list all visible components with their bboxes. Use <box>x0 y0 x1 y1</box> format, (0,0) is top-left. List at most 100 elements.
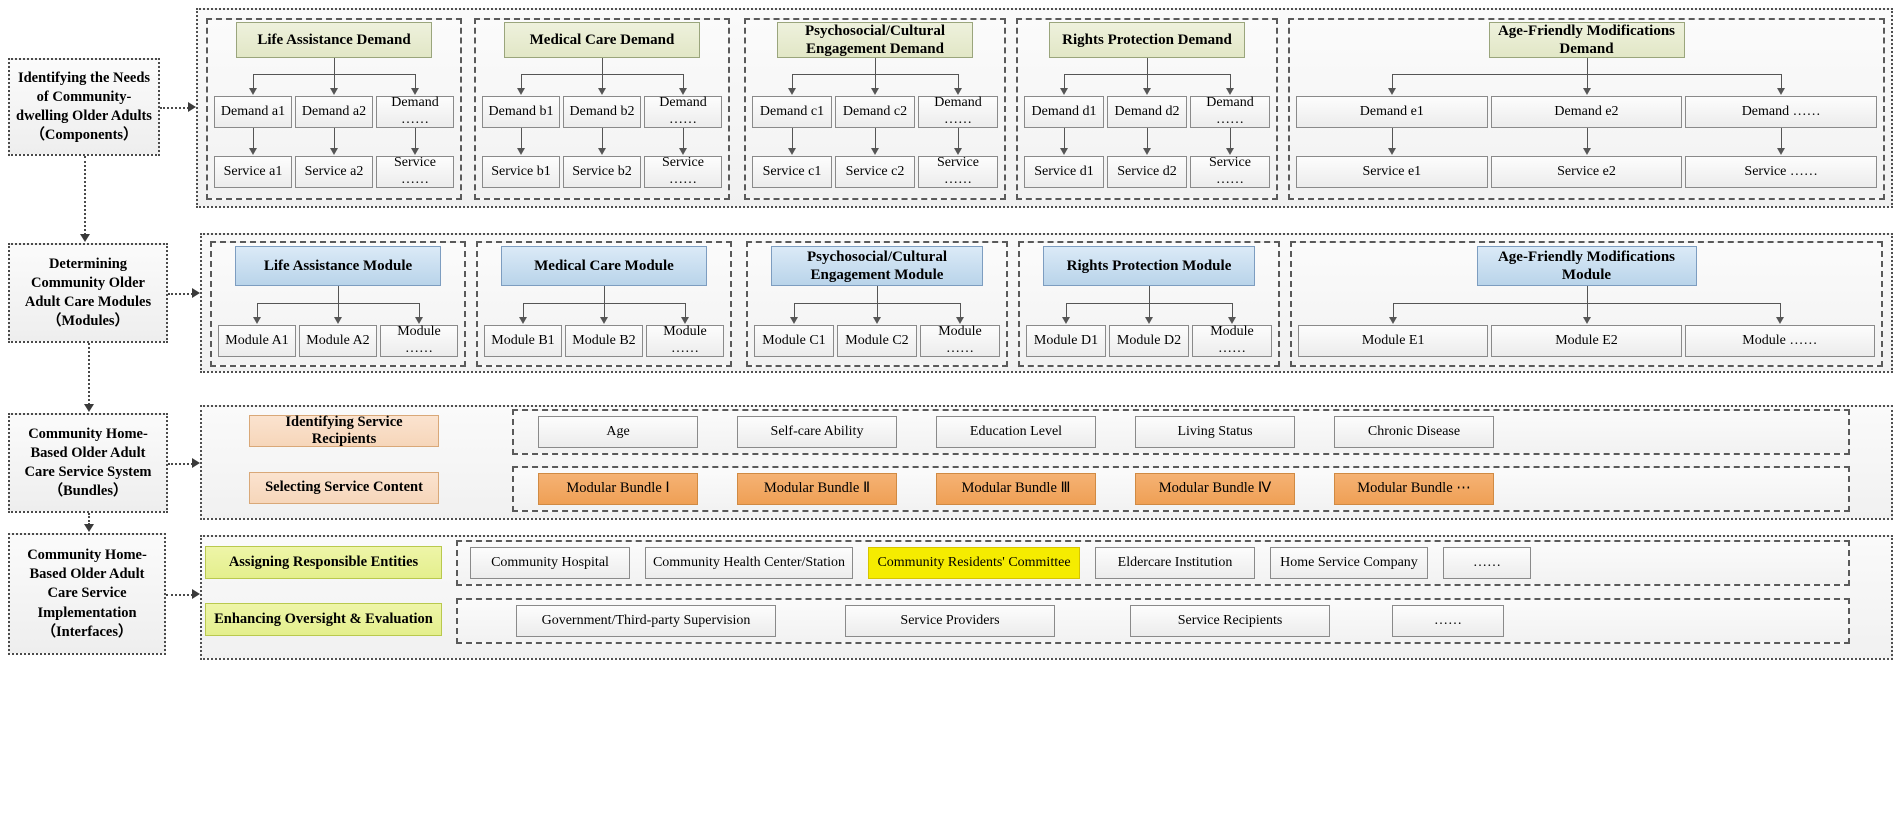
demand-item-1-2: Demand a2 <box>295 96 373 128</box>
demand-drop-5-2 <box>1586 74 1588 89</box>
demand-drop-arrow-4-1 <box>1060 88 1068 95</box>
demand-item-2-3: Demand …… <box>644 95 722 128</box>
demand-item-5-1: Demand e1 <box>1296 96 1488 128</box>
demand-service-arrow-4-1 <box>1060 148 1068 155</box>
module-group-header-5: Age-Friendly Modifications Module <box>1476 246 1697 286</box>
module-drop-arrow-2-2 <box>600 317 608 324</box>
impl-left-label-2: Enhancing Oversight & Evaluation <box>205 603 442 636</box>
demand-service-arrow-3-3 <box>954 148 962 155</box>
bundle-item-2: Modular Bundle Ⅱ <box>737 473 897 505</box>
demand-item-5-3: Demand …… <box>1685 96 1877 128</box>
service-item-2-3: Service …… <box>644 155 722 188</box>
demand-header-stem-5 <box>1586 58 1588 74</box>
module-drop-5-2 <box>1586 303 1588 318</box>
module-drop-4-3 <box>1232 303 1233 318</box>
demand-service-link-5-3 <box>1781 128 1783 149</box>
demand-drop-3-1 <box>792 74 793 89</box>
service-item-3-2: Service c2 <box>835 156 915 188</box>
demand-service-link-3-1 <box>792 128 793 149</box>
demand-drop-arrow-1-2 <box>330 88 338 95</box>
service-item-5-3: Service …… <box>1685 156 1877 188</box>
service-item-1-1: Service a1 <box>214 156 292 188</box>
demand-drop-2-2 <box>602 74 603 89</box>
stage-band-connector-2 <box>168 293 193 295</box>
demand-header-stem-4 <box>1147 58 1148 74</box>
demand-drop-5-3 <box>1781 74 1783 89</box>
impl-entity-6: …… <box>1443 547 1531 579</box>
module-drop-arrow-1-3 <box>415 317 423 324</box>
demand-service-link-2-1 <box>521 128 522 149</box>
service-item-3-1: Service c1 <box>752 156 832 188</box>
module-item-1-2: Module A2 <box>299 325 377 357</box>
demand-service-arrow-5-3 <box>1777 148 1786 155</box>
impl-oversight-3: Service Recipients <box>1130 605 1330 637</box>
demand-service-link-5-2 <box>1586 128 1588 149</box>
service-item-4-1: Service d1 <box>1024 156 1104 188</box>
demand-drop-2-3 <box>683 74 684 89</box>
demand-drop-arrow-1-1 <box>249 88 257 95</box>
module-bus-5 <box>1393 303 1780 304</box>
demand-drop-2-1 <box>521 74 522 89</box>
bundle-item-4: Modular Bundle Ⅳ <box>1135 473 1295 505</box>
demand-drop-1-2 <box>334 74 335 89</box>
stage-band-connector-1 <box>160 107 189 109</box>
demand-group-header-1: Life Assistance Demand <box>236 22 432 58</box>
module-drop-arrow-2-3 <box>681 317 689 324</box>
demand-drop-4-2 <box>1147 74 1148 89</box>
demand-header-stem-2 <box>602 58 603 74</box>
demand-service-link-3-3 <box>958 128 959 149</box>
module-drop-3-3 <box>960 303 961 318</box>
impl-entity-2: Community Health Center/Station <box>645 547 853 579</box>
stage-band-connector-4 <box>166 594 193 596</box>
module-drop-4-2 <box>1149 303 1150 318</box>
service-item-2-2: Service b2 <box>563 156 641 188</box>
demand-item-3-1: Demand c1 <box>752 96 832 128</box>
module-drop-arrow-5-2 <box>1582 317 1591 324</box>
module-drop-3-1 <box>794 303 795 318</box>
module-item-4-2: Module D2 <box>1109 325 1189 357</box>
module-drop-arrow-2-1 <box>519 317 527 324</box>
service-item-4-2: Service d2 <box>1107 156 1187 188</box>
demand-drop-arrow-4-3 <box>1226 88 1234 95</box>
module-item-1-1: Module A1 <box>218 325 296 357</box>
demand-drop-arrow-3-2 <box>871 88 879 95</box>
demand-drop-3-3 <box>958 74 959 89</box>
demand-service-arrow-1-1 <box>249 148 257 155</box>
module-drop-arrow-5-1 <box>1389 317 1398 324</box>
module-header-stem-5 <box>1586 286 1588 303</box>
demand-drop-4-3 <box>1230 74 1231 89</box>
demand-item-4-2: Demand d2 <box>1107 96 1187 128</box>
module-drop-arrow-1-1 <box>253 317 261 324</box>
module-drop-2-2 <box>604 303 605 318</box>
impl-entity-3: Community Residents' Committee <box>868 547 1080 579</box>
criteria-item-3: Education Level <box>936 416 1096 448</box>
demand-service-arrow-2-2 <box>598 148 606 155</box>
impl-oversight-1: Government/Third-party Supervision <box>516 605 776 637</box>
demand-item-2-1: Demand b1 <box>482 96 560 128</box>
service-item-1-3: Service …… <box>376 155 454 188</box>
demand-drop-arrow-3-3 <box>954 88 962 95</box>
module-drop-4-1 <box>1066 303 1067 318</box>
impl-oversight-2: Service Providers <box>845 605 1055 637</box>
module-group-header-1: Life Assistance Module <box>235 246 441 286</box>
module-item-3-1: Module C1 <box>754 325 834 357</box>
demand-item-4-3: Demand …… <box>1190 95 1270 128</box>
module-item-5-1: Module E1 <box>1298 325 1489 357</box>
service-item-3-3: Service …… <box>918 155 998 188</box>
demand-service-arrow-4-2 <box>1143 148 1151 155</box>
bundle-item-1: Modular Bundle Ⅰ <box>538 473 698 505</box>
criteria-item-2: Self-care Ability <box>737 416 897 448</box>
service-item-5-2: Service e2 <box>1490 156 1683 188</box>
demand-drop-3-2 <box>875 74 876 89</box>
stage-band-connector-arrow-2 <box>192 288 200 298</box>
service-item-4-3: Service …… <box>1190 155 1270 188</box>
demand-drop-arrow-2-2 <box>598 88 606 95</box>
module-drop-3-2 <box>877 303 878 318</box>
impl-left-label-1: Assigning Responsible Entities <box>205 546 442 579</box>
demand-service-link-5-1 <box>1391 128 1393 149</box>
module-drop-arrow-3-1 <box>790 317 798 324</box>
demand-drop-4-1 <box>1064 74 1065 89</box>
module-drop-5-3 <box>1779 303 1781 318</box>
impl-entity-4: Eldercare Institution <box>1095 547 1255 579</box>
